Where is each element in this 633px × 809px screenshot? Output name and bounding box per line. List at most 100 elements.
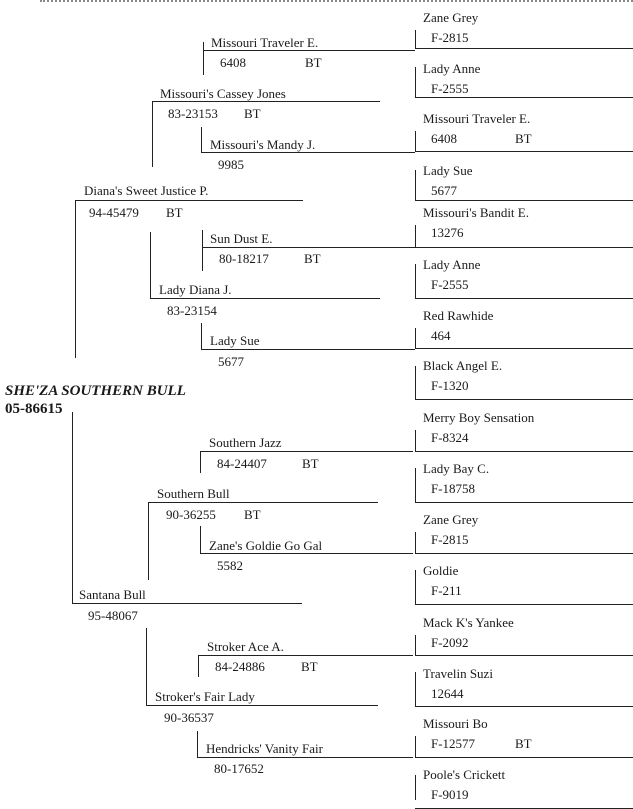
ancestor-registration: 12644 bbox=[431, 686, 464, 701]
pedigree-connector bbox=[200, 526, 201, 553]
pedigree-line bbox=[415, 48, 633, 49]
pedigree-line bbox=[415, 151, 633, 152]
horse-name: Hendricks' Vanity Fair bbox=[206, 741, 323, 756]
pedigree-connector bbox=[415, 170, 416, 200]
bt-mark: BT bbox=[515, 736, 532, 751]
pedigree-connector bbox=[148, 502, 149, 580]
bt-mark: BT bbox=[166, 205, 183, 220]
bt-mark: BT bbox=[305, 55, 322, 70]
ancestor-registration: 6408 bbox=[431, 131, 457, 146]
pedigree-line bbox=[415, 502, 633, 503]
ancestor-registration: F-2815 bbox=[431, 532, 469, 547]
pedigree-line bbox=[415, 298, 633, 299]
horse-name: Zane's Goldie Go Gal bbox=[209, 538, 323, 553]
horse-name: Stroker's Fair Lady bbox=[155, 689, 255, 704]
pedigree-connector bbox=[415, 468, 416, 502]
pedigree-line bbox=[148, 502, 378, 503]
pedigree-connector bbox=[201, 127, 202, 152]
ancestor-registration: F-1320 bbox=[431, 378, 469, 393]
pedigree-line bbox=[415, 451, 633, 452]
pedigree-line bbox=[415, 348, 633, 349]
ancestor-registration: 5677 bbox=[431, 183, 457, 198]
pedigree-connector bbox=[75, 200, 76, 358]
horse-registration: 84-24886 bbox=[215, 659, 265, 674]
pedigree-line bbox=[201, 152, 415, 153]
ancestor-registration: F-211 bbox=[431, 583, 462, 598]
horse-name: Stroker Ace A. bbox=[207, 639, 284, 654]
ancestor-name: Missouri's Bandit E. bbox=[423, 205, 529, 220]
bt-mark: BT bbox=[244, 106, 261, 121]
bt-mark: BT bbox=[304, 251, 321, 266]
ancestor-registration: 464 bbox=[431, 328, 451, 343]
ancestor-name: Lady Sue bbox=[423, 163, 473, 178]
horse-registration: 94-45479 bbox=[89, 205, 139, 220]
ancestor-registration: F-2815 bbox=[431, 30, 469, 45]
ancestor-registration: 13276 bbox=[431, 225, 464, 240]
horse-name: Sun Dust E. bbox=[210, 231, 273, 246]
subject-name: SHE'ZA SOUTHERN BULL bbox=[5, 383, 186, 399]
pedigree-connector bbox=[415, 30, 416, 48]
bt-mark: BT bbox=[301, 659, 318, 674]
top-edge-dots bbox=[40, 0, 633, 2]
pedigree-line bbox=[150, 298, 380, 299]
pedigree-line bbox=[415, 757, 633, 758]
pedigree-line bbox=[415, 200, 633, 201]
ancestor-registration: F-2555 bbox=[431, 277, 469, 292]
ancestor-registration: F-2092 bbox=[431, 635, 469, 650]
pedigree-line bbox=[201, 349, 415, 350]
subject-registration: 05-86615 bbox=[5, 401, 63, 417]
ancestor-registration: F-2555 bbox=[431, 81, 469, 96]
pedigree-connector bbox=[202, 230, 203, 271]
pedigree-connector bbox=[415, 225, 416, 247]
ancestor-name: Lady Anne bbox=[423, 257, 481, 272]
pedigree-line bbox=[415, 655, 633, 656]
horse-name: Lady Diana J. bbox=[159, 282, 232, 297]
pedigree-connector bbox=[150, 232, 151, 298]
horse-registration: 5677 bbox=[218, 354, 244, 369]
pedigree-line bbox=[75, 200, 303, 201]
pedigree-connector bbox=[198, 655, 199, 677]
pedigree-connector bbox=[146, 628, 147, 705]
ancestor-registration: F-9019 bbox=[431, 787, 469, 802]
ancestor-registration: F-18758 bbox=[431, 481, 476, 496]
pedigree-line bbox=[415, 553, 633, 554]
pedigree-connector bbox=[415, 67, 416, 97]
horse-registration: 83-23154 bbox=[167, 303, 217, 318]
pedigree-connector bbox=[72, 412, 73, 603]
pedigree-connector bbox=[415, 672, 416, 706]
ancestor-name: Travelin Suzi bbox=[423, 666, 493, 681]
horse-name: Missouri's Mandy J. bbox=[210, 137, 316, 152]
ancestor-name: Red Rawhide bbox=[423, 308, 494, 323]
ancestor-name: Missouri Traveler E. bbox=[423, 111, 531, 126]
pedigree-connector bbox=[415, 570, 416, 604]
pedigree-line bbox=[415, 399, 633, 400]
horse-registration: 5582 bbox=[217, 558, 243, 573]
horse-name: Missouri Traveler E. bbox=[211, 35, 319, 50]
ancestor-name: Zane Grey bbox=[423, 512, 479, 527]
pedigree-connector bbox=[415, 775, 416, 800]
pedigree-connector bbox=[203, 42, 204, 75]
horse-registration: 83-23153 bbox=[168, 106, 218, 121]
ancestor-registration: F-8324 bbox=[431, 430, 469, 445]
pedigree-line bbox=[202, 247, 415, 248]
pedigree-line bbox=[415, 97, 633, 98]
bt-mark: BT bbox=[302, 456, 319, 471]
pedigree-connector bbox=[415, 131, 416, 151]
ancestor-name: Goldie bbox=[423, 563, 459, 578]
ancestor-name: Lady Bay C. bbox=[423, 461, 490, 476]
pedigree-line bbox=[415, 247, 633, 248]
pedigree-connector bbox=[200, 451, 201, 473]
horse-name: Diana's Sweet Justice P. bbox=[84, 183, 209, 198]
horse-name: Lady Sue bbox=[210, 333, 260, 348]
bt-mark: BT bbox=[244, 507, 261, 522]
pedigree-line bbox=[203, 50, 415, 51]
pedigree-line bbox=[200, 451, 413, 452]
pedigree-connector bbox=[201, 323, 202, 349]
pedigree-connector bbox=[415, 328, 416, 348]
ancestor-registration: F-12577 bbox=[431, 736, 476, 751]
pedigree-line bbox=[197, 757, 413, 758]
horse-registration: 90-36537 bbox=[164, 710, 214, 725]
ancestor-name: Merry Boy Sensation bbox=[423, 410, 535, 425]
pedigree-line bbox=[415, 604, 633, 605]
